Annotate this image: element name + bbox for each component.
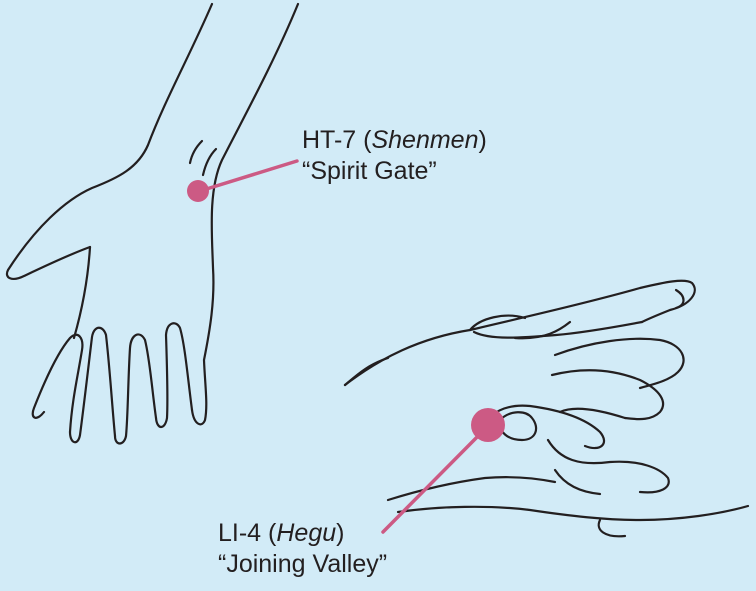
li4-translation: “Joining Valley”	[218, 549, 387, 580]
ht7-translation: “Spirit Gate”	[302, 156, 487, 187]
li4-title: LI-4 (Hegu)	[218, 518, 387, 549]
li4-point-marker	[471, 408, 505, 442]
right-hand-outline	[345, 281, 748, 537]
li4-label: LI-4 (Hegu) “Joining Valley”	[218, 518, 387, 580]
ht7-leader-line	[200, 161, 297, 191]
ht7-title: HT-7 (Shenmen)	[302, 125, 487, 156]
ht7-name: Shenmen	[371, 126, 478, 154]
left-hand-outline	[7, 4, 298, 444]
ht7-label: HT-7 (Shenmen) “Spirit Gate”	[302, 125, 487, 187]
ht7-code: HT-7	[302, 126, 356, 154]
ht7-point-marker	[187, 180, 209, 202]
li4-name: Hegu	[276, 519, 336, 547]
li4-code: LI-4	[218, 519, 261, 547]
